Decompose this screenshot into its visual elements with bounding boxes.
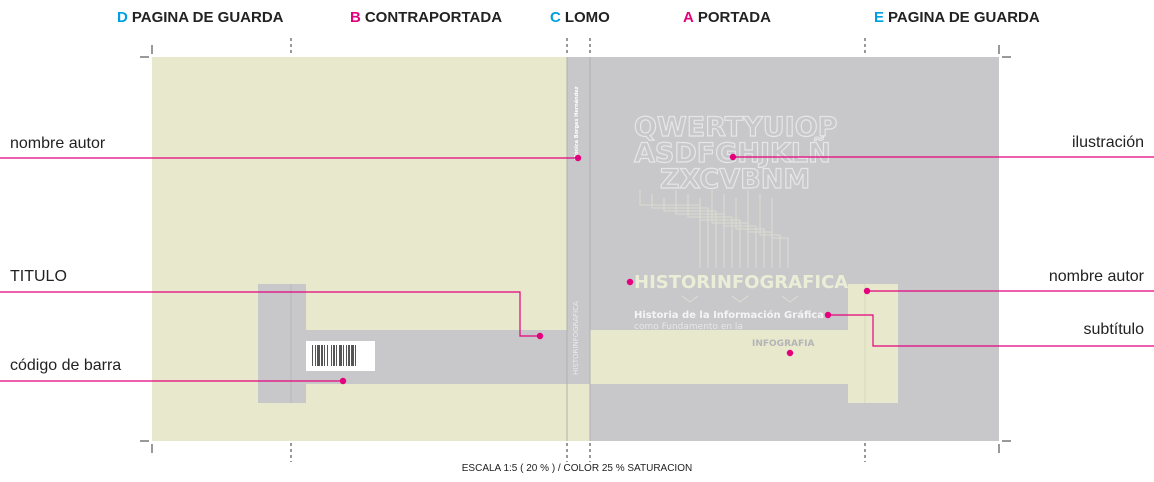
crop-marks [140,45,1011,453]
header-d-text: PAGINA DE GUARDA [131,9,284,26]
label-subtitle: subtítulo [1083,321,1144,338]
keyboard-illustration: QWERTYUIOP ASDFGHJKLÑ ZXCVBNM [633,111,838,195]
cover-subtitle-line3: INFOGRAFIA [752,339,814,349]
callouts [0,156,1154,382]
header-a-text: PORTADA [697,9,771,26]
header-e-text: PAGINA DE GUARDA [888,9,1040,26]
cover-title: HISTORINFOGRAFICA [634,272,848,293]
front-beige-band-main [590,330,865,384]
header-a-letter: A [683,9,694,26]
cover-subtitle-line2: como Fundamento en la [634,322,743,332]
callout-dots [339,153,871,385]
cover-subtitle-line1: Historia de la Información Gráfica [634,309,824,321]
illustration-lines [639,190,799,303]
callout-subtitle [828,314,1154,347]
barcode-bars [312,345,356,366]
front-beige-band [567,384,590,441]
header-b-letter: B [350,9,361,26]
label-barcode: código de barra [10,357,122,374]
header-e-letter: E [874,9,885,26]
header-b-text: CONTRAPORTADA [364,9,503,26]
keyboard-row-3: ZXCVBNM [660,164,810,195]
label-left-author: nombre autor [10,135,106,152]
keyboard-row-1: QWERTYUIOP [634,112,837,143]
header-c-text: LOMO [564,9,610,26]
scale-footer: ESCALA 1:5 ( 20 % ) / COLOR 25 % SATURAC… [461,463,693,474]
callout-title [0,291,540,337]
label-right-author: nombre autor [1048,268,1144,285]
spine-title: HISTORINFOGRAFICA [572,301,580,375]
label-illustration: ilustración [1071,134,1144,151]
fold-marks [290,38,866,462]
spine-author: Mónica Borges Hernández [573,86,580,160]
header-c-letter: C [550,9,561,26]
keyboard-row-2: ASDFGHJKLÑ [634,137,831,169]
header-d-letter: D [117,9,128,26]
label-title: TITULO [10,268,67,285]
